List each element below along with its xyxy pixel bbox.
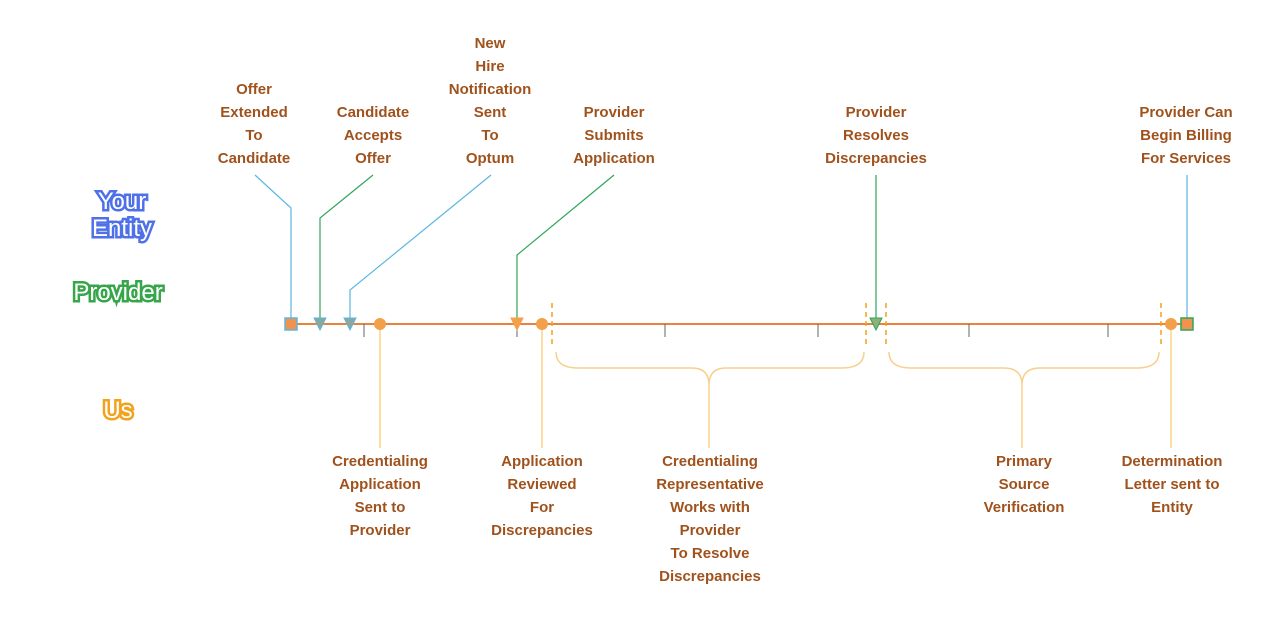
connector-provider-submits bbox=[516, 174, 615, 320]
label-provider-resolves: Provider Resolves Discrepancies bbox=[825, 104, 927, 167]
label-offer-extended: Offer Extended To Candidate bbox=[217, 81, 291, 167]
marker-provider-resolves bbox=[869, 317, 883, 332]
connector-offer-extended bbox=[254, 174, 292, 320]
label-new-hire-notification: New Hire Notification Sent To Optum bbox=[448, 35, 532, 167]
marker-new-hire bbox=[343, 317, 357, 332]
connector-candidate-accepts bbox=[319, 174, 374, 320]
marker-provider-billing bbox=[1180, 317, 1194, 331]
label-determination-letter: Determination Letter sent to Entity bbox=[1121, 453, 1223, 516]
span-boundaries bbox=[551, 303, 1162, 346]
brace-primary-source-verification bbox=[888, 351, 1160, 386]
marker-offer-extended bbox=[284, 317, 298, 331]
marker-determination-letter bbox=[1165, 318, 1177, 330]
label-candidate-accepts: Candidate Accepts Offer bbox=[336, 104, 410, 167]
connector-new-hire bbox=[349, 174, 492, 320]
label-provider-billing: Provider Can Begin Billing For Services bbox=[1139, 104, 1233, 167]
marker-app-reviewed bbox=[536, 318, 548, 330]
brace-credentialing-representative bbox=[555, 351, 865, 386]
label-provider-submits: Provider Submits Application bbox=[573, 104, 655, 167]
legend-your-entity: Your Entity bbox=[89, 186, 154, 245]
timeline-ticks bbox=[363, 324, 1109, 337]
label-cred-app-sent: Credentialing Application Sent to Provid… bbox=[332, 453, 428, 539]
marker-candidate-accepts bbox=[313, 317, 327, 332]
legend-provider: Provider bbox=[71, 277, 165, 309]
marker-provider-submits bbox=[510, 317, 524, 332]
label-primary-source: Primary Source Verification bbox=[983, 453, 1065, 516]
label-cred-rep-works: Credentialing Representative Works with … bbox=[656, 453, 764, 585]
label-app-reviewed: Application Reviewed For Discrepancies bbox=[491, 453, 593, 539]
legend-us: Us bbox=[101, 395, 135, 427]
marker-cred-app-sent bbox=[374, 318, 386, 330]
